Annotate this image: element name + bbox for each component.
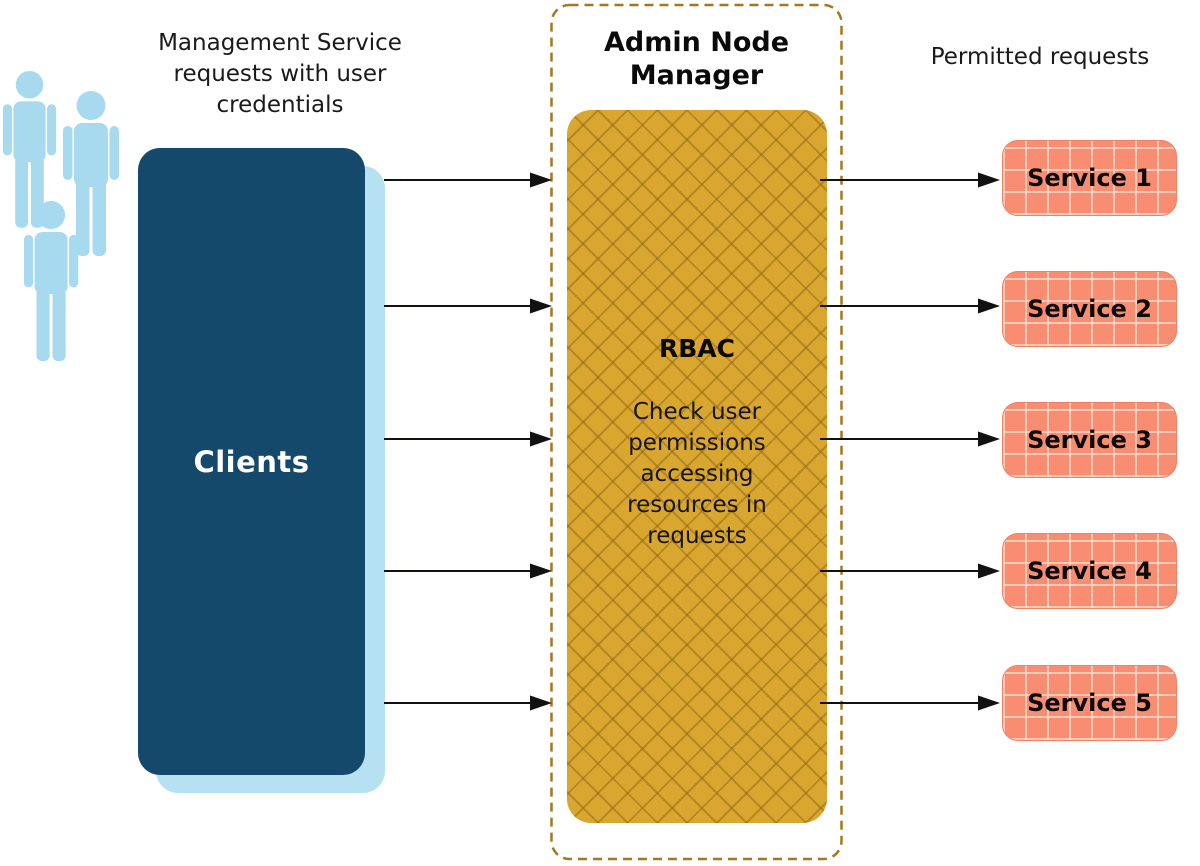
arrow-clients-to-rbac-2 — [384, 298, 552, 314]
arrow-rbac-to-service-5 — [820, 695, 1000, 711]
arrow-clients-to-rbac-4 — [384, 563, 552, 579]
arrow-rbac-to-service-1 — [820, 172, 1000, 188]
rbac-title: RBAC — [658, 334, 735, 363]
arrow-clients-to-rbac-5 — [384, 695, 552, 711]
person-icon — [63, 91, 119, 256]
rbac-box: RBAC Check user permissions accessing re… — [567, 110, 827, 823]
service-box-5: Service 5 — [1002, 665, 1177, 741]
arrow-rbac-to-service-4 — [820, 563, 1000, 579]
service-box-2: Service 2 — [1002, 271, 1177, 347]
service-box-4: Service 4 — [1002, 533, 1177, 609]
people-icons — [2, 70, 119, 362]
left-caption: Management Service requests with user cr… — [158, 30, 402, 118]
arrow-clients-to-rbac-1 — [384, 172, 552, 188]
service-box-3: Service 3 — [1002, 402, 1177, 478]
arrow-rbac-to-service-3 — [820, 431, 1000, 447]
permitted-requests-caption: Permitted requests — [930, 44, 1150, 70]
clients-label: Clients — [193, 444, 310, 479]
service-box-1: Service 1 — [1002, 140, 1177, 216]
rbac-description: Check user permissions accessing resourc… — [627, 399, 767, 549]
admin-node-manager-title: Admin Node Manager — [603, 27, 790, 91]
arrow-clients-to-rbac-3 — [384, 431, 552, 447]
clients-box: Clients — [138, 148, 365, 775]
arrow-rbac-to-service-2 — [820, 298, 1000, 314]
